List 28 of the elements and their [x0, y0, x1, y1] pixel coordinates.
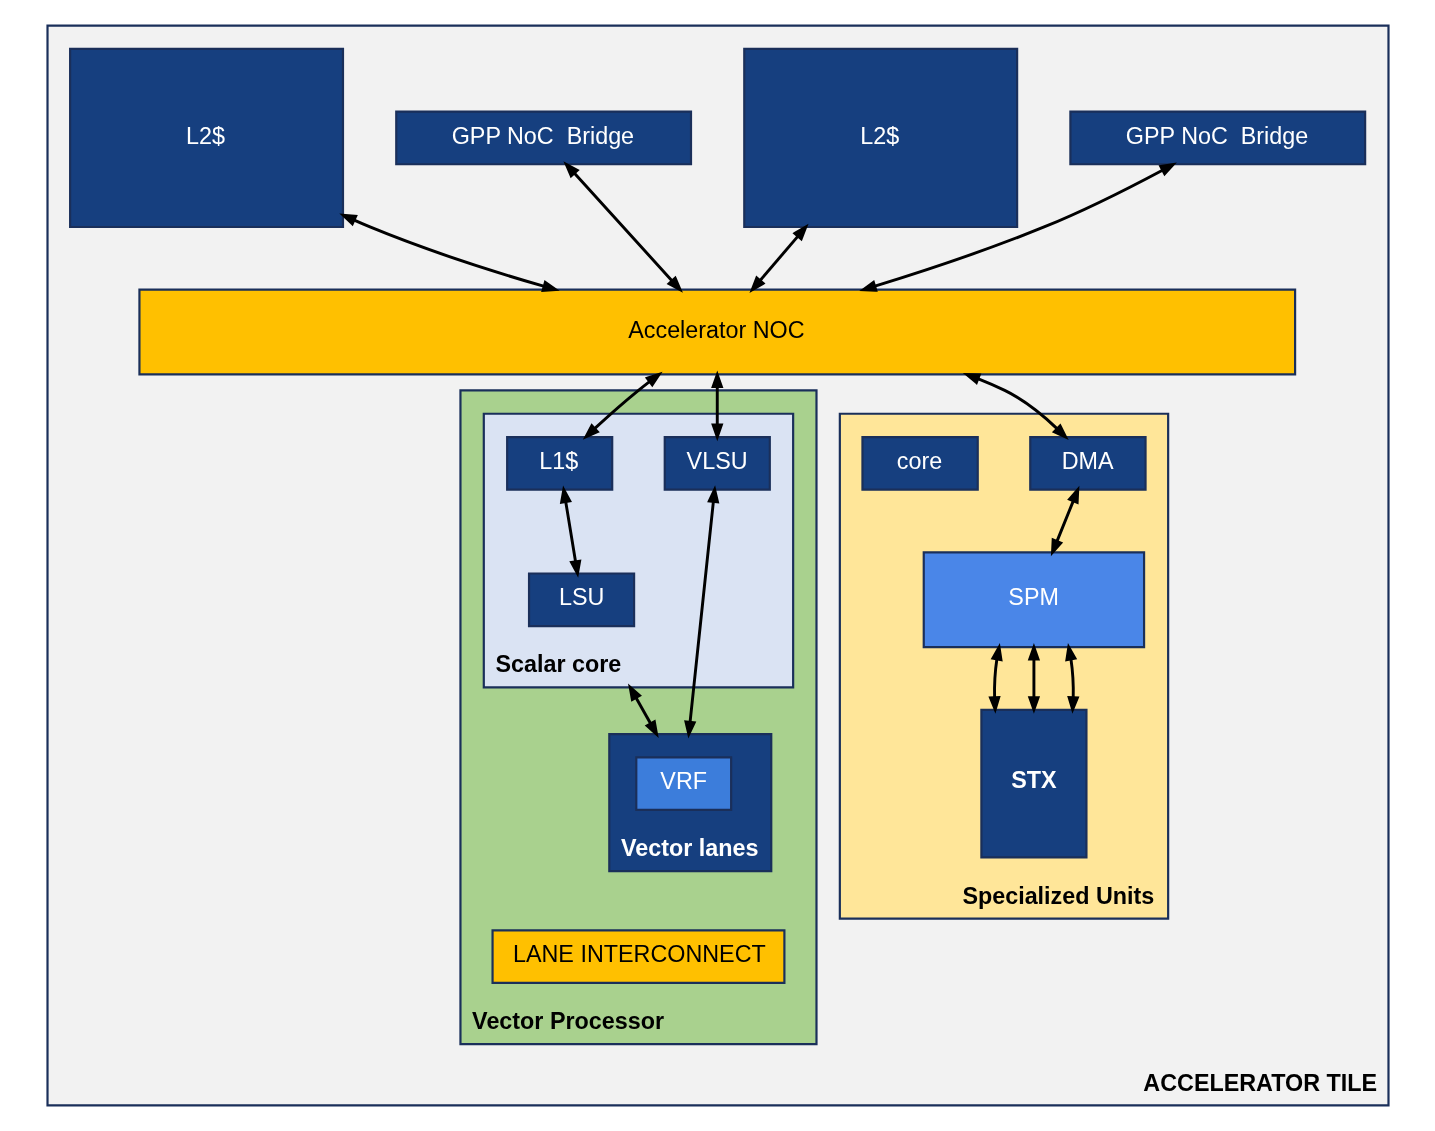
- arrow: [858, 162, 1177, 292]
- arrow: [710, 370, 723, 442]
- arrow: [987, 643, 1003, 714]
- node-box: GPP NoC Bridge: [394, 110, 692, 166]
- node-box: VRF: [634, 756, 732, 811]
- arrow: [627, 683, 659, 738]
- node-box: VLSU: [663, 436, 771, 491]
- arrow: [582, 371, 663, 440]
- node-box: DMA: [1028, 436, 1147, 491]
- node-box: L2$: [742, 47, 1018, 229]
- arrow: [338, 213, 560, 292]
- node-box: LSU: [527, 572, 635, 628]
- arrow: [562, 161, 683, 293]
- node-box: Accelerator NOC: [137, 288, 1296, 376]
- arrow: [748, 223, 809, 293]
- node-box: SPM: [922, 551, 1145, 649]
- arrow: [683, 485, 719, 739]
- node-box: L2$: [68, 47, 344, 229]
- arrow: [1064, 643, 1079, 714]
- node-box: STX: [979, 708, 1088, 859]
- arrow: [1050, 485, 1079, 557]
- arrow: [962, 372, 1069, 441]
- arrow: [559, 485, 581, 578]
- node-box: core: [860, 436, 979, 491]
- node-box: GPP NoC Bridge: [1068, 110, 1366, 166]
- arrow: [1027, 642, 1040, 714]
- node-box: LANE INTERCONNECT: [490, 929, 785, 984]
- node-box: L1$: [505, 436, 613, 491]
